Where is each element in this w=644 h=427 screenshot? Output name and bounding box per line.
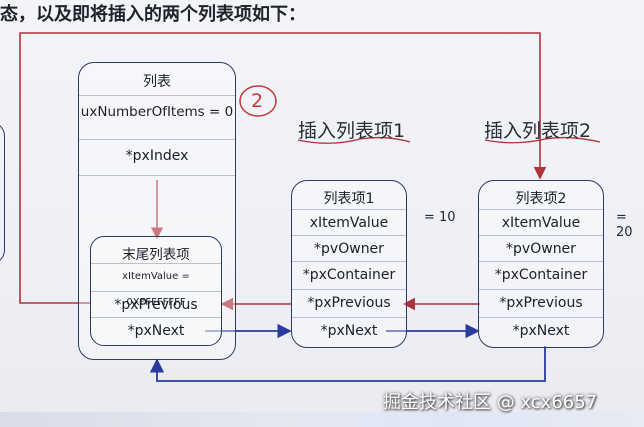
loop-next-arrow xyxy=(149,346,546,382)
end-item-title: 末尾列表项 xyxy=(122,247,190,263)
item1-value-label: = 10 xyxy=(424,210,456,225)
item2-field-pxnext: *pxNext xyxy=(479,317,603,344)
watermark: 掘金技术社区 @ xcx6657 xyxy=(383,392,598,413)
item2-field-pxprevious: *pxPrevious xyxy=(479,289,603,316)
item1-field-pxprevious: *pxPrevious xyxy=(292,289,406,316)
item2-box: 列表项2 xItemValue *pvOwner *pxContainer *p… xyxy=(478,180,604,348)
item1-field-pxcontainer: *pxContainer xyxy=(292,261,406,288)
list-field-pxindex: *pxIndex xyxy=(79,139,235,172)
list-divider xyxy=(79,175,235,176)
item1-field-pxnext: *pxNext xyxy=(292,317,406,344)
end-item-field-pxprevious: *pxPrevious xyxy=(91,291,221,318)
item2-title: 列表项2 xyxy=(515,191,567,207)
bottom-strip xyxy=(0,412,644,427)
end-item-box: 末尾列表项 xItemValue = 0XFFFFFFFF *pxPreviou… xyxy=(90,236,222,346)
circled-number: 2 xyxy=(251,90,264,112)
underline-insert1 xyxy=(297,136,411,144)
item2-field-pxcontainer: *pxContainer xyxy=(479,261,603,288)
item1-title: 列表项1 xyxy=(323,191,375,207)
item1-field-xitemvalue: xItemValue xyxy=(292,209,406,236)
item1-field-pvowner: *pvOwner xyxy=(292,235,406,262)
item1-box: 列表项1 xItemValue *pvOwner *pxContainer *p… xyxy=(291,180,407,348)
item2-field-pvowner: *pvOwner xyxy=(479,235,603,262)
list-box: 列表 uxNumberOfItems = 0 *pxIndex xyxy=(78,62,236,360)
circle-annotation xyxy=(239,85,277,117)
insert-item2-label: 插入列表项2 xyxy=(484,120,592,142)
end-item-field-xitemvalue: xItemValue = 0XFFFFFFFF xyxy=(91,263,221,308)
end-item-field-pxnext: *pxNext xyxy=(91,317,221,344)
insert-item1-label: 插入列表项1 xyxy=(298,120,406,142)
list-field-uxnumberofitems: uxNumberOfItems = 0 xyxy=(79,95,235,128)
item2-field-xitemvalue: xItemValue xyxy=(479,209,603,236)
loop-prev-arrow xyxy=(19,32,547,304)
header-text: 态，以及即将插入的两个列表项如下： xyxy=(0,4,306,25)
underline-insert2 xyxy=(484,136,601,144)
item2-value-label: = 20 xyxy=(616,210,633,240)
list-title: 列表 xyxy=(143,74,171,90)
